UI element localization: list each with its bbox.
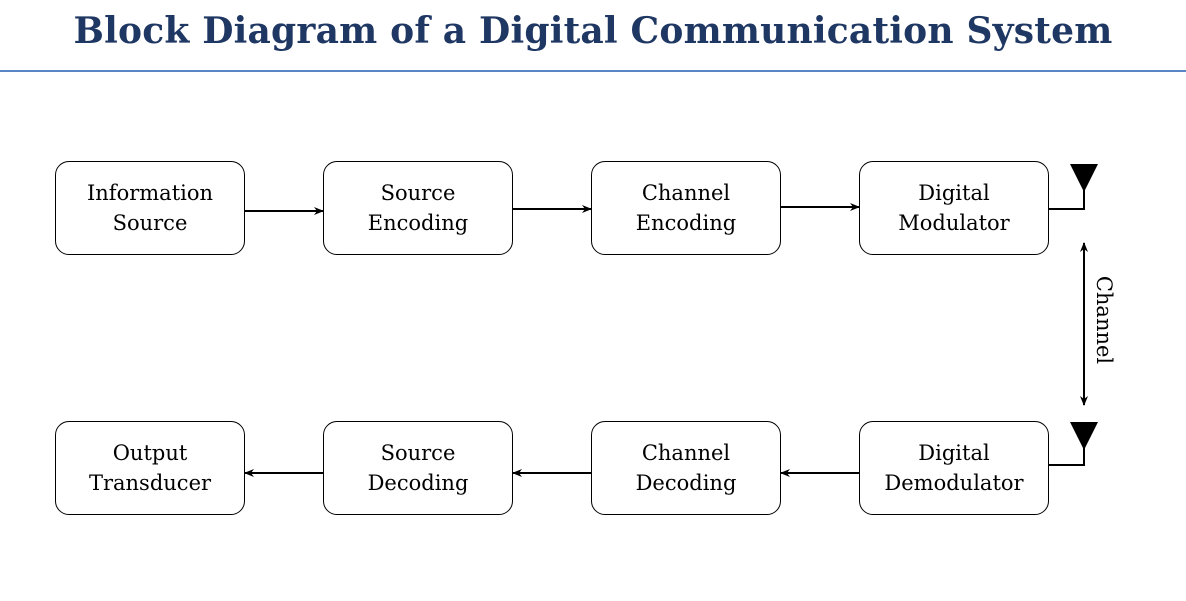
title-underline xyxy=(0,70,1186,72)
page-title: Block Diagram of a Digital Communication… xyxy=(73,10,1113,52)
block-label-line2: Source xyxy=(112,211,188,235)
channel-label: Channel xyxy=(1092,275,1116,365)
block-channel-decoding: Channel Decoding xyxy=(591,421,781,515)
block-source-decoding: Source Decoding xyxy=(323,421,513,515)
block-information-source: Information Source xyxy=(55,161,245,255)
block-label-line1: Information xyxy=(86,181,214,205)
block-label-line2: Transducer xyxy=(88,471,212,495)
tx-antenna-icon xyxy=(1049,164,1098,210)
block-output-transducer: Output Transducer xyxy=(55,421,245,515)
block-label-line1: Source xyxy=(380,441,456,465)
block-digital-modulator: Digital Modulator xyxy=(859,161,1049,255)
rx-antenna-icon xyxy=(1049,422,1098,466)
block-label-line1: Channel xyxy=(641,441,731,465)
block-source-encoding: Source Encoding xyxy=(323,161,513,255)
block-label-line1: Output xyxy=(112,441,188,465)
block-label-line2: Modulator xyxy=(898,211,1010,235)
block-label-line2: Demodulator xyxy=(884,471,1024,495)
block-digital-demodulator: Digital Demodulator xyxy=(859,421,1049,515)
block-label-line2: Decoding xyxy=(367,471,469,495)
block-label-line2: Decoding xyxy=(635,471,737,495)
block-channel-encoding: Channel Encoding xyxy=(591,161,781,255)
block-label-line2: Encoding xyxy=(367,211,469,235)
block-label-line1: Digital xyxy=(918,181,990,205)
block-label-line1: Source xyxy=(380,181,456,205)
block-label-line2: Encoding xyxy=(635,211,737,235)
block-label-line1: Digital xyxy=(918,441,990,465)
block-label-line1: Channel xyxy=(641,181,731,205)
